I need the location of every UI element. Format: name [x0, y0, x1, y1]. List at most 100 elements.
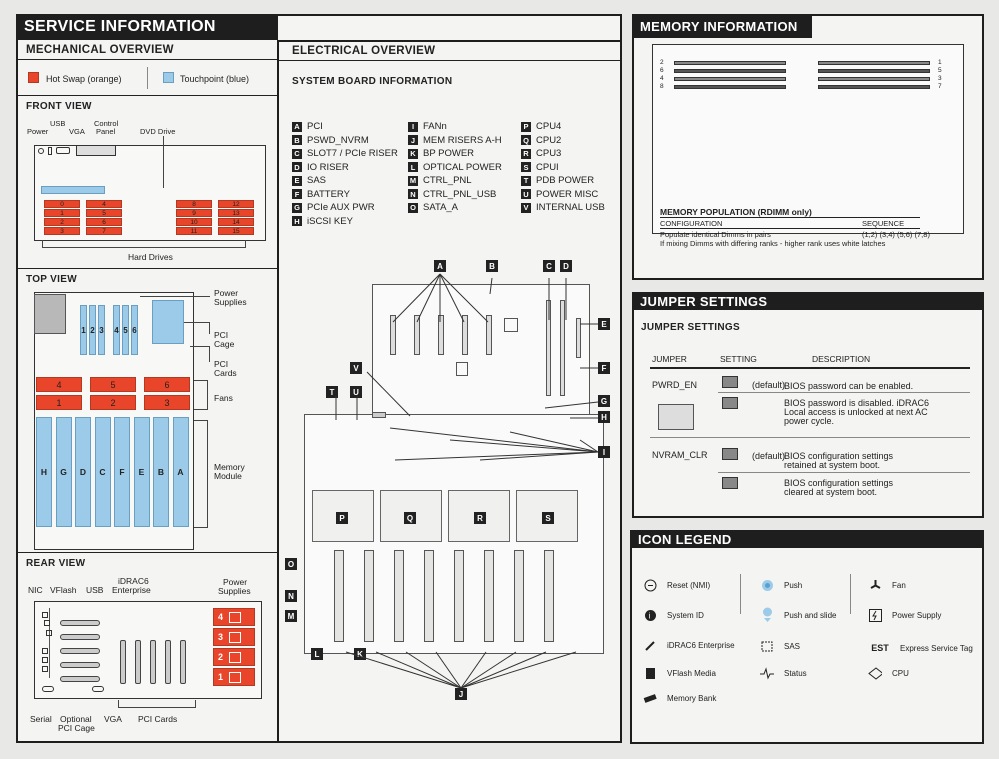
legend-key: C [292, 148, 302, 159]
memory-module[interactable]: G [55, 417, 72, 527]
icon-legend-panel [630, 530, 984, 744]
rear-pci-card [165, 640, 171, 684]
hard-drive-bay[interactable]: 15 [218, 227, 254, 235]
control-panel-icon [76, 145, 116, 156]
hard-drive-bay[interactable]: 12 [218, 200, 254, 208]
memory-module[interactable]: A [172, 417, 189, 527]
legend-value: CPU3 [536, 148, 562, 160]
pci-card-slot[interactable]: 5 [122, 305, 129, 355]
callout-lines [335, 273, 599, 689]
desc-4b: cleared at system boot. [784, 487, 878, 497]
fan-module[interactable]: 1 [36, 395, 82, 410]
dimm-slot [818, 61, 930, 65]
legend-key: L [408, 162, 418, 173]
psu-number: 3 [218, 632, 224, 642]
board-pci-slot [390, 315, 396, 355]
legend-key: B [292, 135, 302, 146]
rear-serial-label: Serial [30, 714, 52, 724]
hard-drive-bay[interactable]: 2 [44, 218, 80, 226]
board-pci-slot [414, 315, 420, 355]
memory-riser [334, 550, 344, 642]
legend-value: CTRL_PNL_USB [423, 188, 497, 200]
rear-optional-label: Optional [60, 714, 92, 724]
power-supply-label: Power Supply [892, 610, 942, 620]
legend-key: E [292, 175, 302, 186]
hard-drive-bay[interactable]: 10 [176, 218, 212, 226]
legend-value: IO RISER [307, 161, 349, 173]
hard-drive-bay[interactable]: 3 [44, 227, 80, 235]
pci-card-slot[interactable]: 2 [89, 305, 96, 355]
hr [650, 367, 970, 369]
hard-drive-bay[interactable]: 7 [86, 227, 122, 235]
pwrd-en-label: PWRD_EN [652, 380, 698, 390]
legend-value: INTERNAL USB [536, 202, 605, 214]
board-callout-t: T [326, 386, 338, 398]
hr [660, 217, 920, 218]
board-callout-b: B [486, 260, 498, 272]
mem-config-header: CONFIGURATION [660, 219, 723, 228]
status-label: Status [784, 668, 807, 678]
hard-drive-bay[interactable]: 11 [176, 227, 212, 235]
vga-port-icon [92, 686, 104, 692]
pci-card-slot[interactable]: 3 [98, 305, 105, 355]
desc-2c: power cycle. [784, 416, 835, 426]
fan-module[interactable]: 5 [90, 377, 136, 392]
legend-key: U [521, 189, 531, 200]
dimm-number: 7 [938, 83, 942, 90]
mem-population-title: MEMORY POPULATION (RDIMM only) [660, 207, 812, 217]
board-callout-p: P [336, 512, 348, 524]
pci-card-slot[interactable]: 1 [80, 305, 87, 355]
legend-key: K [408, 148, 418, 159]
hard-drive-bay[interactable]: 9 [176, 209, 212, 217]
memory-module[interactable]: E [133, 417, 150, 527]
hard-drive-bay[interactable]: 13 [218, 209, 254, 217]
memory-diagram [652, 44, 964, 234]
pci-card-slot[interactable]: 4 [113, 305, 120, 355]
legend-key: M [408, 175, 418, 186]
memory-module[interactable]: H [36, 417, 52, 527]
pci-cage-touchpoint[interactable] [152, 300, 184, 344]
rear-idrac-label2: Enterprise [112, 585, 151, 595]
legend-key: P [521, 121, 531, 132]
hard-drive-bay[interactable]: 5 [86, 209, 122, 217]
hard-drive-bay[interactable]: 0 [44, 200, 80, 208]
fan-module[interactable]: 6 [144, 377, 190, 392]
memory-bank-icon [643, 691, 657, 705]
power-supply-unit[interactable]: 2 [213, 648, 255, 666]
legend-sep [147, 67, 148, 89]
push-slide-icon [760, 607, 774, 622]
memory-module[interactable]: B [153, 417, 169, 527]
hard-drive-bay[interactable]: 14 [218, 218, 254, 226]
memory-riser [514, 550, 524, 642]
legend-key: T [521, 175, 531, 186]
hard-drive-bay[interactable]: 6 [86, 218, 122, 226]
hard-drive-bay[interactable]: 4 [86, 200, 122, 208]
memory-module[interactable]: F [114, 417, 130, 527]
fan-module[interactable]: 4 [36, 377, 82, 392]
optional-pci-slot [60, 620, 100, 626]
dimm-slot [674, 77, 786, 81]
hard-drive-bay[interactable]: 8 [176, 200, 212, 208]
dvd-drive[interactable] [41, 186, 105, 194]
pci-card-slot[interactable]: 6 [131, 305, 138, 355]
power-supply-unit[interactable]: 3 [213, 628, 255, 646]
hr [718, 472, 970, 473]
reset-label: Reset (NMI) [667, 580, 711, 590]
legend-value: CPUI [536, 161, 559, 173]
power-button-icon[interactable] [38, 148, 44, 154]
memory-module[interactable]: C [94, 417, 111, 527]
power-supply-icon [229, 631, 242, 643]
hard-drive-bay[interactable]: 1 [44, 209, 80, 217]
fan-module[interactable]: 3 [144, 395, 190, 410]
fan-module[interactable]: 2 [90, 395, 136, 410]
top-pcicards-label: PCI [214, 359, 229, 369]
power-supply-unit[interactable]: 1 [213, 668, 255, 686]
power-supply-unit[interactable]: 4 [213, 608, 255, 626]
memory-module[interactable]: D [75, 417, 91, 527]
